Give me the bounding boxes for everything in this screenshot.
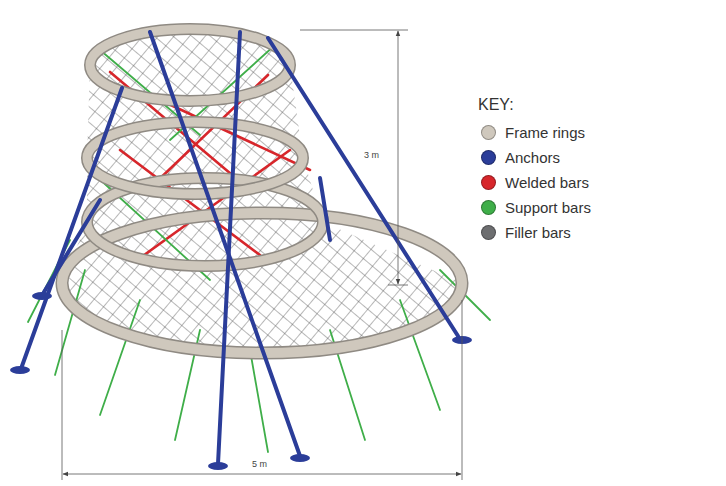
frame-rings — [62, 29, 462, 353]
legend-swatch — [481, 125, 496, 140]
legend-row: Support bars — [481, 199, 591, 216]
anchor-bar — [218, 32, 240, 464]
anchor-bar — [22, 88, 122, 366]
legend-row: Filler bars — [481, 224, 571, 241]
legend-swatch — [481, 200, 496, 215]
legend-text: Welded bars — [505, 174, 589, 191]
anchor-bar — [150, 32, 300, 456]
support-bar — [250, 350, 268, 452]
legend-swatch — [481, 150, 496, 165]
extension-line — [300, 30, 408, 31]
dimension-lines — [62, 30, 462, 480]
dimension-label: 3 m — [362, 150, 381, 160]
extension-line — [462, 300, 463, 480]
dimension-line — [63, 474, 461, 475]
legend-heading: KEY: — [478, 96, 514, 114]
legend-row: Welded bars — [481, 174, 589, 191]
legend-text: Frame rings — [505, 124, 585, 141]
dimension-label: 5 m — [250, 459, 269, 469]
anchor-plate — [32, 292, 52, 300]
extension-line — [62, 330, 63, 480]
dimension-line — [398, 31, 399, 284]
welded-bar — [120, 150, 260, 255]
anchor-bar — [268, 38, 458, 336]
anchor-plate — [10, 366, 30, 374]
ring-band — [62, 213, 462, 353]
legend-text: Support bars — [505, 199, 591, 216]
legend-swatch — [481, 225, 496, 240]
support-bars — [28, 45, 490, 452]
legend-row: Frame rings — [481, 124, 585, 141]
support-bar — [100, 300, 140, 415]
ring-outline — [62, 213, 462, 353]
anchor-plate — [208, 462, 228, 470]
legend-swatch — [481, 175, 496, 190]
anchor-plate — [290, 454, 310, 462]
welded-bar — [140, 150, 290, 258]
anchors — [10, 32, 472, 470]
anchor-bar — [44, 200, 100, 292]
legend-text: Anchors — [505, 149, 560, 166]
anchor-bar — [320, 178, 330, 240]
legend-text: Filler bars — [505, 224, 571, 241]
legend-row: Anchors — [481, 149, 560, 166]
extension-line — [388, 285, 408, 286]
